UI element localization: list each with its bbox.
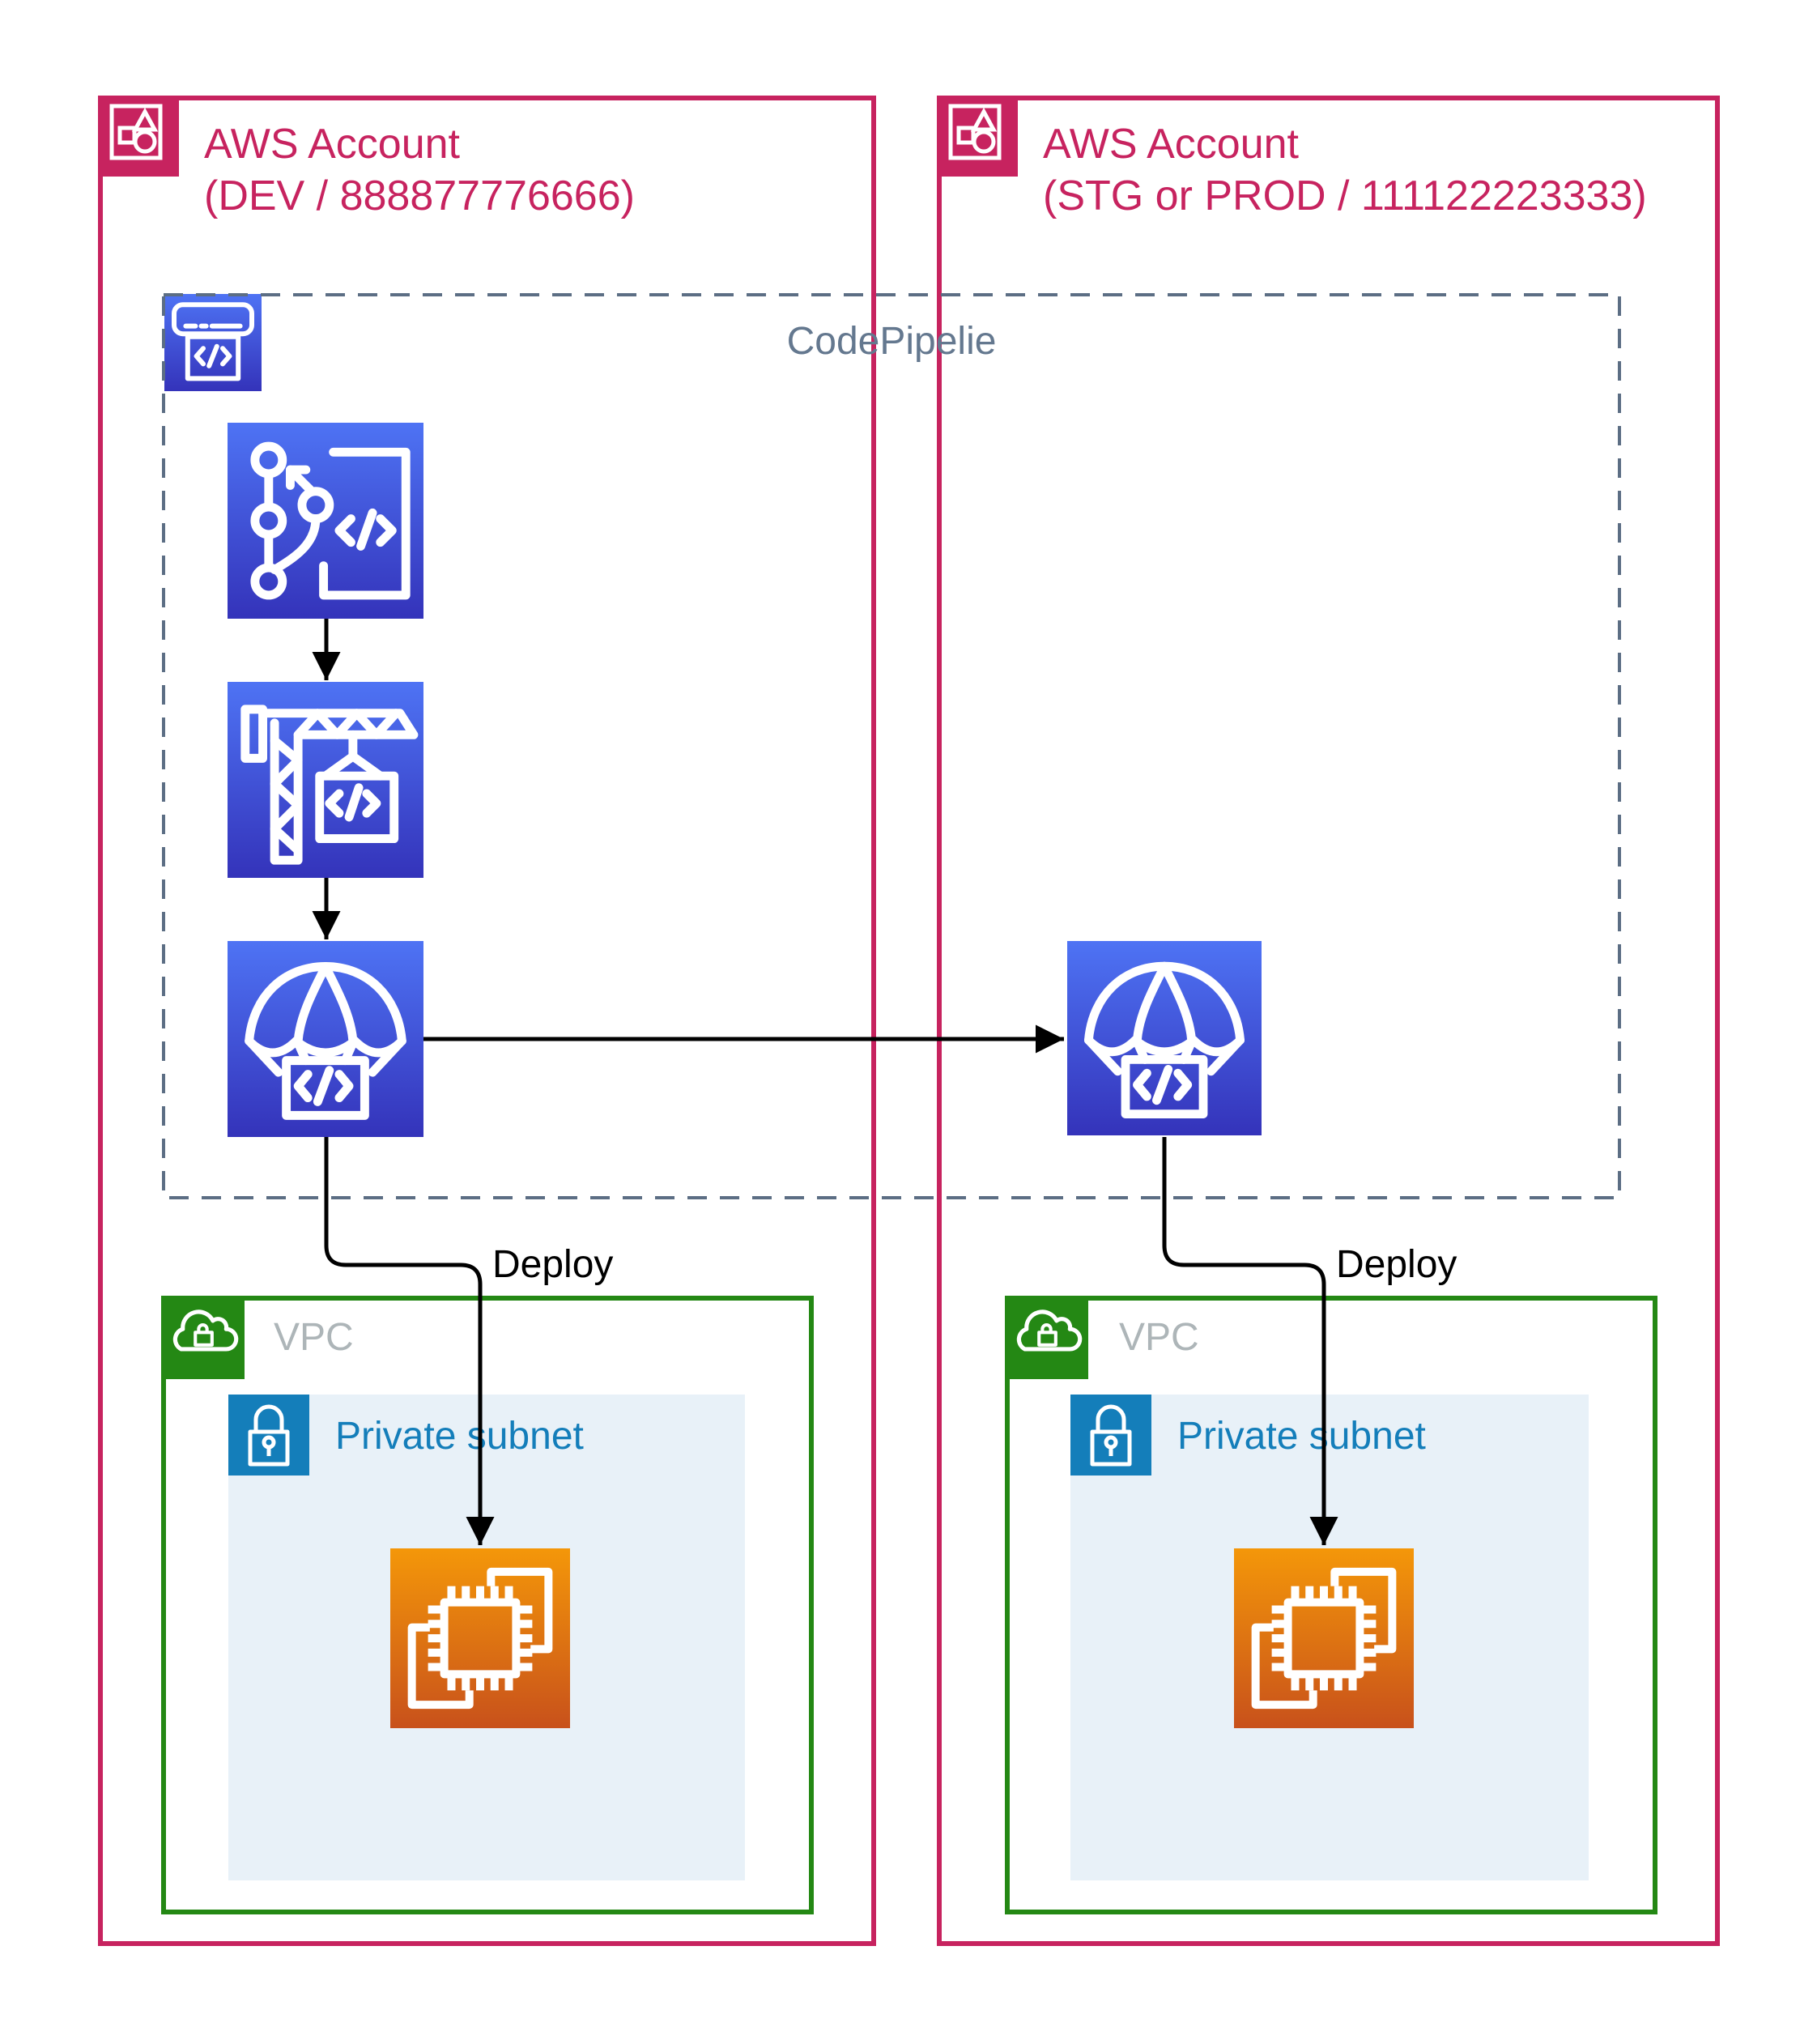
ec2-icon	[1234, 1548, 1414, 1728]
vpc-cloud-icon	[1005, 1296, 1088, 1379]
deploy-label-left: Deploy	[492, 1243, 614, 1286]
vpc-cloud-icon	[161, 1296, 245, 1379]
account-title-line2: (STG or PROD / 111122223333)	[1043, 172, 1647, 219]
vpc-box-left	[161, 1296, 814, 1914]
account-title-line1: AWS Account	[1043, 121, 1299, 168]
aws-account-icon	[98, 96, 179, 177]
private-subnet-lock-icon	[228, 1395, 309, 1476]
codedeploy-icon	[1067, 941, 1262, 1135]
codepipeline-label: CodePipelie	[786, 320, 997, 363]
private-subnet-label-right: Private subnet	[1177, 1415, 1426, 1458]
account-title-line1: AWS Account	[204, 121, 460, 168]
vpc-label-right: VPC	[1119, 1316, 1199, 1359]
codecommit-icon	[228, 423, 423, 619]
ec2-icon	[390, 1548, 570, 1728]
aws-account-icon	[937, 96, 1018, 177]
codepipeline-icon	[164, 294, 262, 391]
vpc-label-left: VPC	[274, 1316, 354, 1359]
account-title-prod: AWS Account (STG or PROD / 111122223333)	[1043, 118, 1723, 222]
codebuild-icon	[228, 682, 423, 878]
deploy-label-right: Deploy	[1336, 1243, 1457, 1286]
account-title-line2: (DEV / 888877776666)	[204, 172, 635, 219]
private-subnet-label-left: Private subnet	[335, 1415, 584, 1458]
codedeploy-icon	[228, 941, 423, 1137]
vpc-box-right	[1005, 1296, 1657, 1914]
private-subnet-lock-icon	[1070, 1395, 1151, 1476]
account-title-dev: AWS Account (DEV / 888877776666)	[204, 118, 868, 222]
